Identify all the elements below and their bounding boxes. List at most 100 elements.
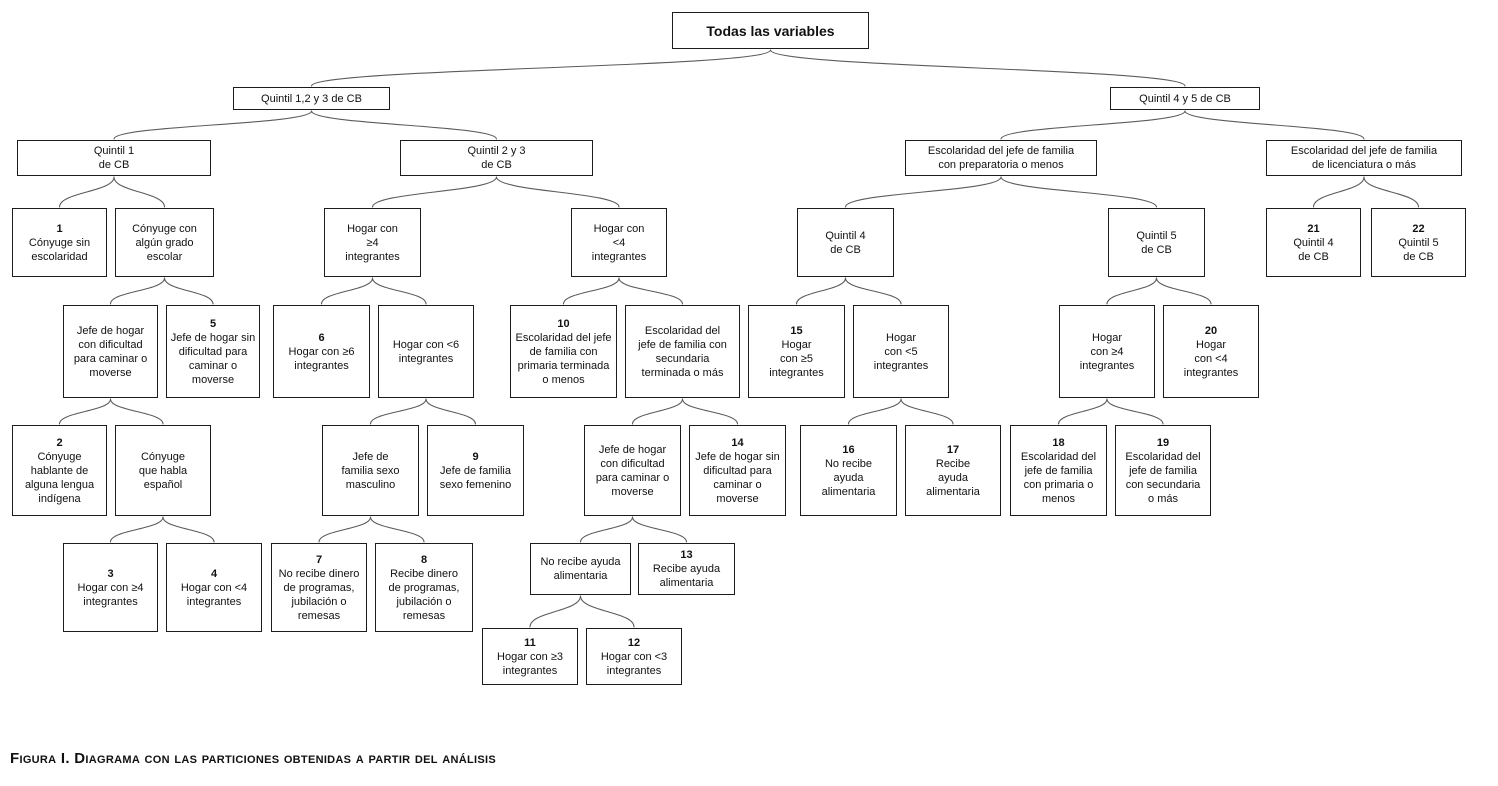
node-label-line: sexo femenino <box>439 478 512 491</box>
tree-connector <box>371 277 427 305</box>
tree-connector <box>109 398 164 425</box>
node-number: 21 <box>1307 222 1320 235</box>
tree-connector <box>113 176 166 208</box>
tree-connector <box>1057 398 1108 425</box>
figure-caption: Figura I. Diagrama con las particiones o… <box>10 750 496 767</box>
tree-connector <box>495 176 620 208</box>
node-label-line: dificultad para <box>703 464 772 477</box>
node-label-line: con ≥4 <box>1090 345 1124 358</box>
node-label-line: Cónyuge sin <box>28 236 91 249</box>
node-label-line: para caminar o <box>73 352 148 365</box>
node-label-line: alimentaria <box>659 577 714 589</box>
node-label-line: Escolaridad del <box>644 324 721 337</box>
node-label-line: con dificultad <box>78 338 143 351</box>
node-label-line: No recibe <box>824 457 873 470</box>
node-label-line: masculino <box>345 478 396 491</box>
tree-connector <box>318 516 372 543</box>
tree-connector <box>1312 176 1365 208</box>
node-label-line: con secundaria <box>1125 478 1201 491</box>
node-label-line: para caminar o <box>595 471 670 484</box>
node-label-line: Quintil 1,2 y 3 de CB <box>261 92 362 105</box>
node-label-line: algún grado <box>135 236 194 249</box>
tree-connector <box>631 398 684 425</box>
node-label-line: Hogar con ≥3 <box>497 650 563 663</box>
tree-connector <box>844 277 902 305</box>
node-label-line: remesas <box>297 609 341 622</box>
tree-connector <box>618 277 684 305</box>
node-label-line: jefe de familia <box>1024 464 1093 477</box>
node-label-line: secundaria <box>655 352 710 365</box>
node-label-line: con ≥5 <box>780 352 813 365</box>
tree-connector <box>310 110 498 140</box>
node-label-line: Quintil 5 <box>1136 229 1177 242</box>
tree-connector <box>579 595 635 628</box>
node-label-line: de licenciatura o más <box>1312 159 1416 171</box>
node-label-line: Jefe de hogar <box>598 443 667 456</box>
node-label-line: Hogar con ≥4 <box>77 581 144 594</box>
node-label-line: integrantes <box>345 250 400 263</box>
node-label-line: escolar <box>146 250 183 263</box>
node-label-line: ≥4 <box>366 236 379 249</box>
node-label-line: Hogar con <6 <box>392 338 460 351</box>
tree-connector <box>109 516 164 543</box>
node-label-line: Hogar <box>1196 338 1226 351</box>
node-label-line: con dificultad <box>600 457 665 470</box>
node-label-line: integrantes <box>398 352 454 365</box>
node-number: 13 <box>680 549 693 561</box>
tree-node-q1: Quintil 1 de CB <box>17 140 211 176</box>
node-label-line: Quintil 4 <box>1293 236 1334 249</box>
node-label-line: Escolaridad del <box>1020 450 1097 463</box>
tree-connector <box>1155 277 1212 305</box>
node-label-line: hablante de <box>30 464 89 477</box>
node-number: 17 <box>946 443 960 456</box>
node-label-line: jefe de familia con <box>638 338 727 351</box>
node-label-line: Jefe de familia <box>440 464 511 477</box>
tree-connector <box>109 277 166 305</box>
node-label-line: integrantes <box>1183 366 1239 379</box>
node-label-line: con primaria o <box>1023 478 1094 491</box>
tree-node-q23: Quintil 2 y 3 de CB <box>400 140 593 176</box>
tree-connector <box>163 277 214 305</box>
node-label-line: dificultad para <box>178 345 248 358</box>
node-number: 4 <box>210 567 218 580</box>
node-label-line: integrantes <box>769 366 824 379</box>
node-label-line: o más <box>1148 492 1178 505</box>
node-number: 11 <box>524 636 536 649</box>
tree-connector <box>631 516 688 543</box>
tree-connector <box>847 398 902 425</box>
tree-connector <box>113 110 313 140</box>
tree-connector <box>1000 176 1158 208</box>
tree-connector <box>795 277 847 305</box>
node-label-line: integrantes <box>1079 359 1135 372</box>
node-label-line: ayuda <box>833 471 864 484</box>
node-label-line: de CB <box>481 159 512 171</box>
node-label-line: Cónyuge <box>140 450 186 463</box>
node-number: 15 <box>790 324 803 337</box>
node-label-line: Jefe de hogar <box>76 324 145 337</box>
node-label-line: Quintil 2 y 3 <box>467 145 526 157</box>
node-label-line: Hogar con <3 <box>600 650 668 663</box>
node-label-line: Cónyuge con <box>132 222 197 235</box>
node-number: 2 <box>56 436 63 449</box>
node-label-line: de CB <box>98 159 130 171</box>
node-label-line: Quintil 1 <box>93 145 135 157</box>
tree-connector <box>562 277 620 305</box>
node-label-line: Jefe de hogar sin <box>170 331 256 344</box>
